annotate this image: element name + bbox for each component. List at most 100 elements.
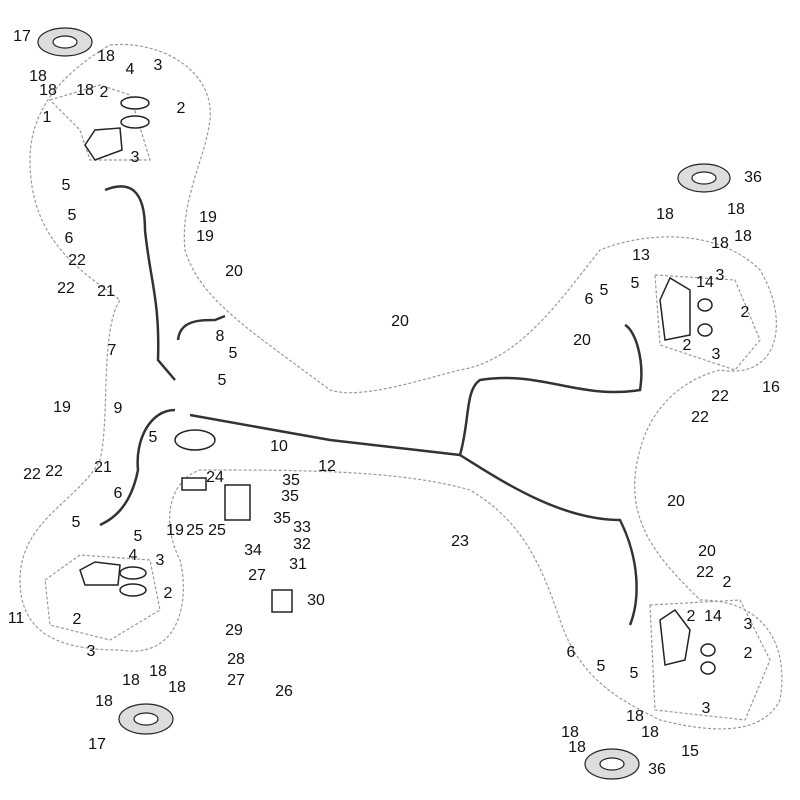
callout-22: 22 (691, 409, 709, 426)
callout-34: 34 (244, 542, 262, 559)
callout-18: 18 (734, 228, 752, 245)
hose-right-upper (458, 323, 643, 456)
callout-22: 22 (68, 252, 86, 269)
caliper-rear-left (79, 561, 121, 586)
callout-30: 30 (307, 592, 325, 609)
callout-5: 5 (228, 345, 238, 362)
callout-19: 19 (166, 522, 184, 539)
callout-6: 6 (64, 230, 74, 247)
valve-24 (181, 477, 207, 491)
hose-front-upper (104, 185, 176, 381)
callout-14: 14 (704, 608, 722, 625)
brake-hoses (99, 185, 643, 626)
callout-5: 5 (630, 275, 640, 292)
callout-36: 36 (744, 169, 762, 186)
callout-35: 35 (281, 488, 299, 505)
callout-2: 2 (743, 645, 753, 662)
callout-20: 20 (225, 263, 243, 280)
callout-22: 22 (45, 463, 63, 480)
callout-28: 28 (227, 651, 245, 668)
callout-3: 3 (743, 616, 753, 633)
abs-modulator (174, 429, 216, 451)
callout-6: 6 (584, 291, 594, 308)
callout-19: 19 (199, 209, 217, 226)
callout-18: 18 (122, 672, 140, 689)
callout-26: 26 (275, 683, 293, 700)
callout-11: 11 (7, 610, 25, 627)
hose-front-lower (99, 408, 176, 527)
caliper-box-front-right (649, 599, 771, 721)
callout-18: 18 (626, 708, 644, 725)
callout-15: 15 (681, 743, 699, 760)
callout-18: 18 (711, 235, 729, 252)
callout-17: 17 (13, 28, 31, 45)
brake-discs (37, 27, 731, 780)
callout-8: 8 (215, 328, 225, 345)
bracket-34 (224, 484, 251, 521)
callout-35: 35 (273, 510, 291, 527)
callout-18: 18 (76, 82, 94, 99)
caliper-front-left (84, 127, 123, 161)
callout-2: 2 (99, 84, 109, 101)
callout-3: 3 (155, 552, 165, 569)
callout-4: 4 (128, 547, 138, 564)
callout-18: 18 (641, 724, 659, 741)
sensor-cable (176, 314, 226, 341)
callout-27: 27 (227, 672, 245, 689)
callout-21: 21 (97, 283, 115, 300)
callout-2: 2 (163, 585, 173, 602)
callout-21: 21 (94, 459, 112, 476)
callout-20: 20 (573, 332, 591, 349)
callout-18: 18 (97, 48, 115, 65)
callout-3: 3 (701, 700, 711, 717)
callout-5: 5 (217, 372, 227, 389)
callout-17: 17 (88, 736, 106, 753)
callout-18: 18 (568, 739, 586, 756)
callout-33: 33 (293, 519, 311, 536)
callout-5: 5 (596, 658, 606, 675)
callout-18: 18 (95, 693, 113, 710)
callout-2: 2 (686, 608, 696, 625)
callout-3: 3 (153, 57, 163, 74)
callout-10: 10 (270, 438, 288, 455)
callout-18: 18 (29, 68, 47, 85)
hose-main (189, 413, 461, 457)
callout-2: 2 (740, 304, 750, 321)
calipers-and-parts (79, 96, 716, 675)
callout-9: 9 (113, 400, 123, 417)
callout-6: 6 (566, 644, 576, 661)
callout-2: 2 (722, 574, 732, 591)
callout-2: 2 (682, 337, 692, 354)
callout-5: 5 (629, 665, 639, 682)
callout-35: 35 (282, 472, 300, 489)
callout-18: 18 (561, 724, 579, 741)
callout-27: 27 (248, 567, 266, 584)
callout-18: 18 (656, 206, 674, 223)
callout-19: 19 (53, 399, 71, 416)
callout-5: 5 (67, 207, 77, 224)
callout-5: 5 (599, 282, 609, 299)
callout-2: 2 (176, 100, 186, 117)
callout-19: 19 (196, 228, 214, 245)
callout-3: 3 (130, 149, 140, 166)
callout-18: 18 (39, 82, 57, 99)
callout-5: 5 (71, 514, 81, 531)
callout-36: 36 (648, 761, 666, 778)
callout-22: 22 (23, 466, 41, 483)
callout-31: 31 (289, 556, 307, 573)
callout-32: 32 (293, 536, 311, 553)
callout-1: 1 (42, 109, 52, 126)
callout-3: 3 (86, 643, 96, 660)
callout-23: 23 (451, 533, 469, 550)
callout-18: 18 (727, 201, 745, 218)
callout-18: 18 (168, 679, 186, 696)
callout-3: 3 (711, 346, 721, 363)
callout-7: 7 (107, 342, 117, 359)
outline-front-left (19, 43, 783, 730)
callout-29: 29 (225, 622, 243, 639)
caliper-front-right (659, 608, 691, 666)
callout-20: 20 (698, 543, 716, 560)
callout-5: 5 (61, 177, 71, 194)
